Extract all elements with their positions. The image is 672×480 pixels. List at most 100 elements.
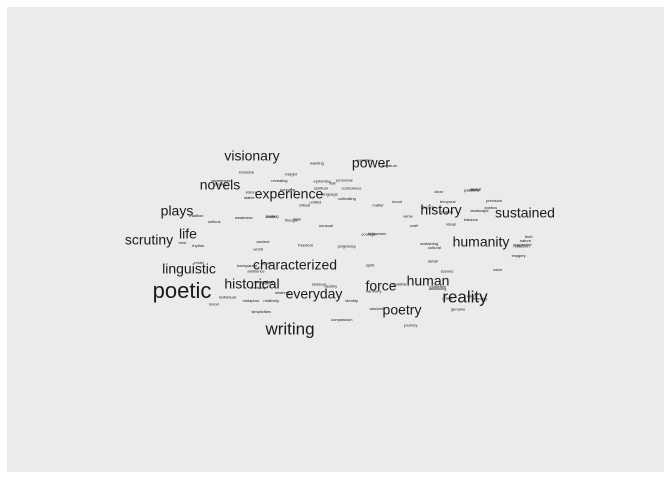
word-existence: existence <box>429 284 447 289</box>
word-linguistic: linguistic <box>162 261 216 277</box>
word-sustained: sustained <box>495 205 555 221</box>
word-genuine: genuine <box>451 306 466 311</box>
word-spiritual: spiritual <box>314 186 328 191</box>
word-inclusive: inclusive <box>239 169 255 174</box>
word-life: life <box>179 226 197 242</box>
word-poetic: poetic <box>153 278 212 303</box>
word-suggested: suggested <box>513 242 531 247</box>
word-ambience: ambience <box>247 268 265 273</box>
word-temporal: temporal <box>440 199 456 204</box>
word-individual: individual <box>219 295 236 300</box>
word-rhythm: rhythm <box>192 243 205 248</box>
word-drama: drama <box>441 209 453 214</box>
word-stable: stable <box>244 195 255 200</box>
word-destiny: destiny <box>324 283 337 288</box>
word-modern: modern <box>259 281 273 286</box>
word-mistress: mistress <box>275 290 290 295</box>
word-precision: precision <box>486 198 502 203</box>
word-wanting: wanting <box>310 160 324 165</box>
word-vision: vision <box>245 190 255 195</box>
word-fellowmen: fellowmen <box>368 231 386 236</box>
word-poetry: poetry <box>383 302 422 318</box>
word-trust: trust <box>179 240 188 245</box>
word-personae: personae <box>336 177 353 182</box>
word-compassion: compassion <box>331 317 352 322</box>
word-mood: mood <box>209 301 219 306</box>
word-invisibly: invisibly <box>251 285 265 290</box>
word-force: force <box>365 278 396 294</box>
word-assessing: assessing <box>429 286 447 291</box>
word-courage: courage <box>361 232 376 237</box>
word-unlike: unlike <box>266 214 277 219</box>
word-vitality: vitality <box>469 187 480 192</box>
word-critical: critical <box>299 202 310 207</box>
word-ancient: ancient <box>257 239 271 244</box>
word-society: society <box>422 205 434 210</box>
word-invisible: invisible <box>392 281 407 286</box>
word-flair: flair <box>329 181 336 186</box>
word-moral: moral <box>471 187 481 192</box>
word-reflection: reflection <box>513 244 529 249</box>
word-sharing: sharing <box>266 214 279 219</box>
word-resist: resist <box>194 260 204 265</box>
word-verse: verse <box>403 213 414 218</box>
word-metaphor: metaphor <box>242 298 260 303</box>
word-spirit: spirit <box>366 262 375 267</box>
word-weakness: weakness <box>235 215 253 220</box>
word-identity: identity <box>345 298 358 303</box>
word-journey: journey <box>403 322 417 327</box>
word-balance: balance <box>464 217 479 222</box>
word-freedom: freedom <box>298 242 313 247</box>
word-poetics: poetics <box>484 205 497 210</box>
word-epitomize: epitomize <box>314 178 332 183</box>
word-sustaining: sustaining <box>420 241 438 246</box>
word-transparent: transparent <box>237 263 258 268</box>
word-narrative: narrative <box>357 157 373 162</box>
word-relatively: relatively <box>263 298 279 303</box>
word-thought: thought <box>285 217 299 222</box>
word-nature: nature <box>520 238 532 243</box>
word-passion: passion <box>464 187 478 192</box>
word-humanity: humanity <box>453 234 510 250</box>
word-simplicities: simplicities <box>252 309 271 314</box>
word-voice: voice <box>493 267 503 272</box>
word-reality: reality <box>442 287 488 306</box>
word-harmony: harmony <box>366 289 382 294</box>
word-sense: sense <box>261 260 272 265</box>
word-unmanifest: unmanifest <box>254 279 274 284</box>
word-matter: matter <box>372 203 384 208</box>
word-awareness: awareness <box>211 178 230 183</box>
word-experience: experience <box>255 186 324 202</box>
word-truth: truth <box>525 234 533 239</box>
word-cultivating: cultivating <box>338 196 356 201</box>
word-plays: plays <box>161 203 194 219</box>
word-grace: grace <box>442 295 453 300</box>
word-outlook: outlook <box>208 219 221 224</box>
word-memory: memory <box>473 296 487 301</box>
word-power: power <box>352 155 390 171</box>
word-cultural: cultural <box>428 245 441 250</box>
word-craft: craft <box>410 223 419 228</box>
word-mood: mood <box>392 199 402 204</box>
word-clear: clear <box>434 189 443 194</box>
word-rulers: rulers <box>467 293 477 298</box>
word-conscience: conscience <box>341 185 362 190</box>
word-unified: unified <box>309 199 321 204</box>
word-landscape: landscape <box>470 208 489 213</box>
word-literature: literature <box>382 163 398 168</box>
word-sensual: sensual <box>312 281 326 286</box>
word-poignancy: poignancy <box>338 244 356 249</box>
word-characterized: characterized <box>253 257 337 273</box>
chart-panel <box>7 7 664 472</box>
word-wisdom: wisdom <box>370 306 384 311</box>
word-detail: detail <box>428 259 438 264</box>
word-novels: novels <box>200 177 240 193</box>
word-scrutiny: scrutiny <box>125 232 173 248</box>
word-tradition: tradition <box>189 213 203 218</box>
word-writing: writing <box>264 319 314 338</box>
word-scenes: scenes <box>441 268 454 273</box>
word-everyday: everyday <box>286 286 343 302</box>
word-insight: insight <box>285 171 297 176</box>
word-historical: historical <box>224 276 279 292</box>
